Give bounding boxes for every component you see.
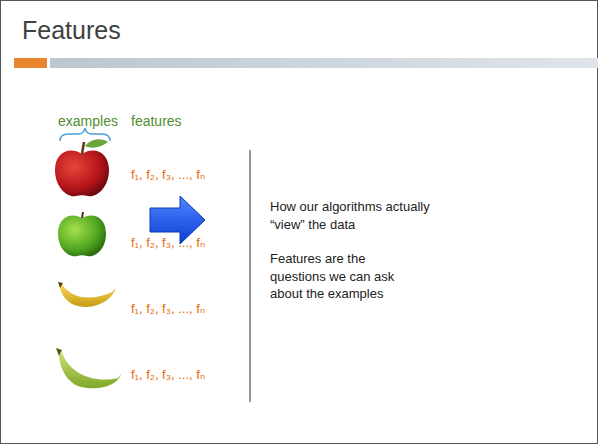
note-text: How our algorithms actually “view” the d… xyxy=(270,198,432,233)
note-text: Features are the questions we can ask ab… xyxy=(270,250,412,303)
red-apple xyxy=(55,139,109,196)
feature-list: f₁, f₂, f₃, ..., fₙ xyxy=(131,166,205,184)
green-apple xyxy=(58,212,106,256)
curly-bracket xyxy=(60,128,110,141)
feature-list: f₁, f₂, f₃, ..., fₙ xyxy=(131,300,205,318)
feature-list: f₁, f₂, f₃, ..., fₙ xyxy=(131,234,205,252)
feature-list: f₁, f₂, f₃, ..., fₙ xyxy=(131,366,205,384)
accent-bar xyxy=(14,58,47,68)
yellow-banana xyxy=(58,282,116,307)
green-banana xyxy=(56,348,121,388)
slide-title: Features xyxy=(22,16,121,45)
column-heading: examples xyxy=(58,112,118,131)
header-bar xyxy=(50,58,598,68)
column-heading: features xyxy=(131,112,182,131)
divider-line xyxy=(250,150,251,402)
